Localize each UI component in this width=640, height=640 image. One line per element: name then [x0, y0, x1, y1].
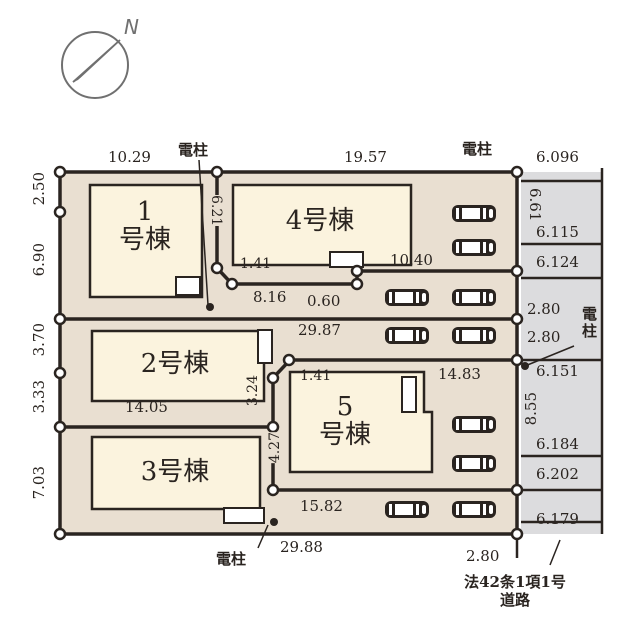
building-1-label: 1 号棟 — [118, 197, 171, 255]
dim-lot3-top: 15.82 — [300, 497, 343, 515]
dim-lot3-right: 4.27 — [267, 432, 283, 464]
dim-east-3: 2.80 — [527, 328, 561, 346]
road-width-2: 6.115 — [536, 223, 579, 241]
compass: N — [58, 15, 139, 105]
utility-pole-label-1: 電柱 — [178, 141, 209, 159]
dim-mid-line: 29.87 — [298, 321, 341, 339]
dim-left-5: 7.03 — [30, 466, 48, 500]
dim-east-4: 8.55 — [522, 392, 540, 426]
dim-left-3: 3.70 — [30, 323, 48, 357]
utility-pole-label-3: 電柱 — [216, 550, 247, 568]
building-4-label: 4号棟 — [285, 206, 355, 236]
building-2 — [90, 329, 266, 403]
dim-lot5-top: 14.83 — [438, 365, 481, 383]
road-width-3: 6.124 — [536, 253, 579, 271]
building-3-label: 3号棟 — [140, 457, 210, 487]
building-5-label: 5 号棟 — [318, 392, 371, 450]
road-classification-label: 法42条1項1号 道路 — [464, 573, 566, 609]
building-4 — [231, 183, 413, 267]
dim-east-5: 2.80 — [466, 547, 500, 565]
road-width-1: 6.096 — [536, 148, 579, 166]
compass-north-icon — [61, 31, 129, 99]
dim-left-1: 2.50 — [30, 172, 48, 206]
dim-top-right: 19.57 — [344, 148, 387, 166]
utility-pole-label-4: 電 柱 — [582, 305, 598, 340]
dim-lot2-right: 3.24 — [245, 375, 261, 407]
dim-bottom-line: 29.88 — [280, 538, 323, 556]
road-width-6: 6.202 — [536, 465, 579, 483]
dim-top-left: 10.29 — [108, 148, 151, 166]
dim-east-2: 2.80 — [527, 300, 561, 318]
dim-lot2-bottom: 14.05 — [125, 398, 168, 416]
dim-east-1: 6.61 — [526, 188, 544, 222]
road-width-7: 6.179 — [536, 510, 579, 528]
dim-lot5-jog: 1.41 — [300, 368, 332, 384]
dim-lot4-bottom: 8.16 — [253, 288, 287, 306]
road-area — [517, 172, 602, 534]
building-5 — [288, 370, 434, 474]
building-3 — [90, 435, 262, 511]
dim-lot4-jog: 1.41 — [240, 256, 272, 272]
road-width-4: 6.151 — [536, 362, 579, 380]
dim-left-2: 6.90 — [30, 243, 48, 277]
dim-lot4-right: 10.40 — [390, 251, 433, 269]
north-label: N — [124, 15, 139, 39]
dim-left-4: 3.33 — [30, 380, 48, 414]
dim-lot4-left: 6.21 — [208, 195, 224, 227]
dim-lot4-step: 0.60 — [307, 292, 341, 310]
building-2-label: 2号棟 — [140, 349, 210, 379]
utility-pole-label-2: 電柱 — [462, 140, 493, 158]
road-width-5: 6.184 — [536, 435, 579, 453]
